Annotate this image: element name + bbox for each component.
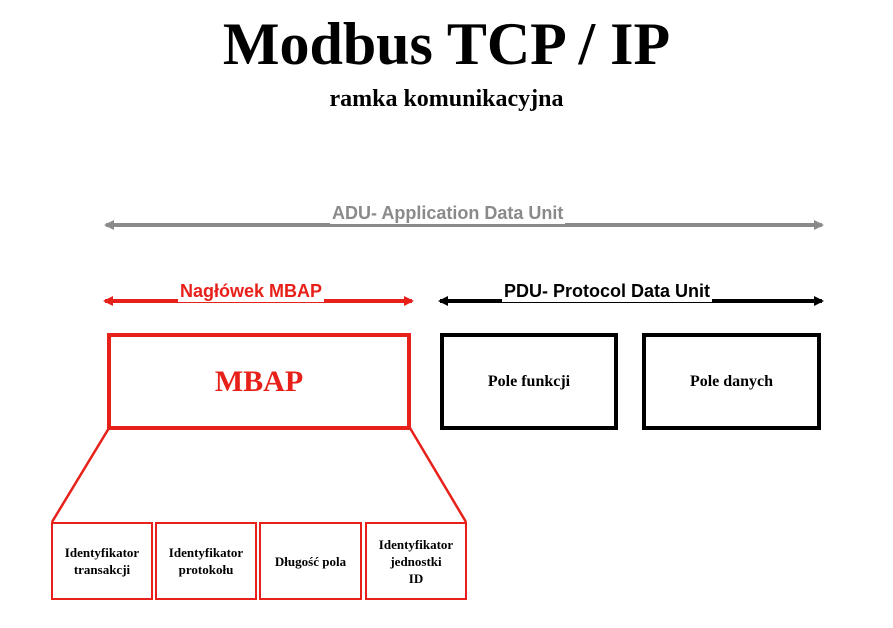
mbap-field-line: ID bbox=[408, 570, 424, 586]
adu-label: ADU- Application Data Unit bbox=[330, 202, 566, 224]
page-title: Modbus TCP / IP bbox=[222, 11, 671, 77]
mbap-field-transaction-id: Identyfikator transakcji bbox=[51, 522, 153, 600]
mbap-header-label: Nagłówek MBAP bbox=[178, 280, 325, 302]
mbap-field-unit-id: Identyfikator jednostki ID bbox=[365, 522, 467, 600]
expansion-line-right bbox=[408, 427, 468, 523]
mbap-field-line: Identyfikator bbox=[378, 536, 454, 552]
pdu-label: PDU- Protocol Data Unit bbox=[502, 280, 713, 302]
mbap-field-line: protokołu bbox=[178, 562, 234, 577]
mbap-field-line: transakcji bbox=[73, 562, 131, 577]
page-subtitle: ramka komunikacyjna bbox=[329, 86, 564, 112]
mbap-field-line: Długość pola bbox=[274, 553, 347, 569]
mbap-field-line: Identyfikator bbox=[64, 545, 140, 560]
mbap-field-length: Długość pola bbox=[259, 522, 362, 600]
mbap-box: MBAP bbox=[107, 333, 411, 430]
mbap-field-line: Identyfikator bbox=[168, 545, 244, 560]
data-field-label: Pole danych bbox=[689, 372, 774, 390]
mbap-field-line: jednostki bbox=[390, 553, 442, 569]
function-field-box: Pole funkcji bbox=[440, 333, 618, 430]
expansion-line-left bbox=[50, 427, 111, 523]
mbap-box-label: MBAP bbox=[214, 364, 304, 398]
function-field-label: Pole funkcji bbox=[487, 372, 571, 390]
data-field-box: Pole danych bbox=[642, 333, 821, 430]
mbap-field-protocol-id: Identyfikator protokołu bbox=[155, 522, 257, 600]
